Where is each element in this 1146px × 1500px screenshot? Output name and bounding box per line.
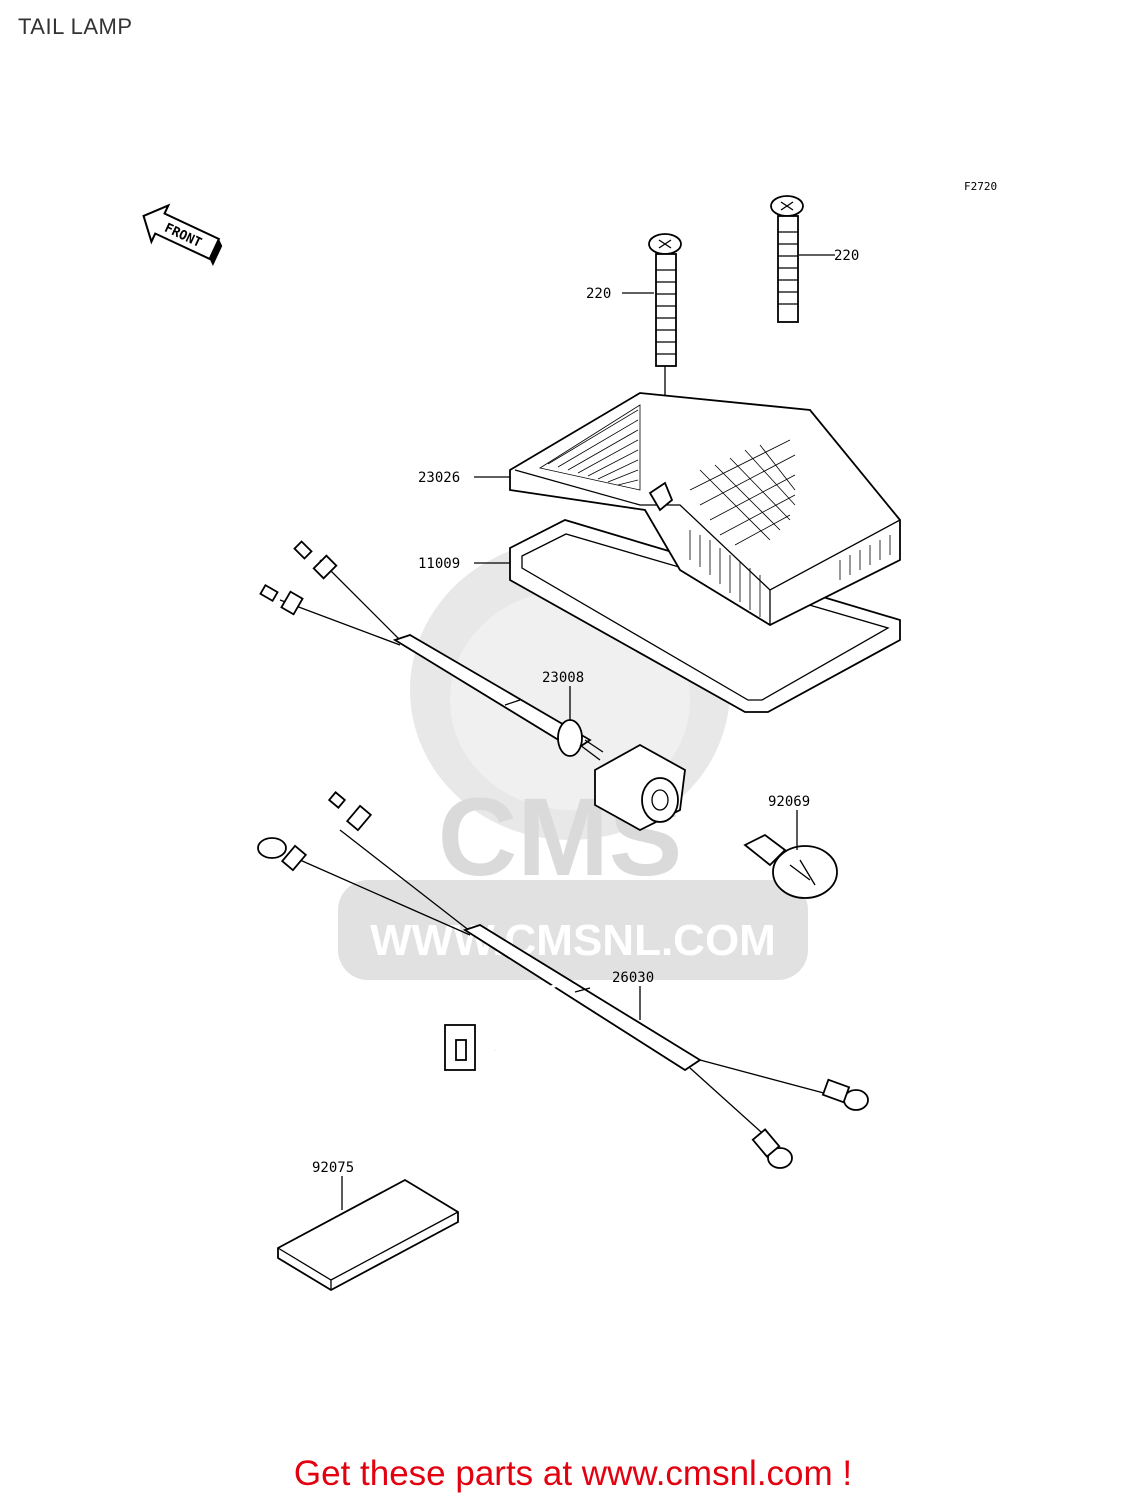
- front-arrow-icon: FRONT: [142, 203, 223, 266]
- socket-23008: [259, 540, 686, 832]
- part-label-23008: 23008: [542, 670, 584, 686]
- gasket-11009: [509, 519, 901, 713]
- label-sticker-92075: [277, 1178, 459, 1292]
- part-label-26030: 26030: [612, 970, 654, 986]
- harness-26030: [257, 791, 869, 1169]
- figure-code: F2720: [964, 180, 998, 193]
- lens-23026: [509, 392, 901, 627]
- part-label-11009: 11009: [418, 556, 460, 572]
- part-label-220-right: 220: [834, 248, 859, 264]
- screw-220-right: [770, 195, 804, 323]
- page-title: TAIL LAMP: [18, 14, 133, 39]
- watermark-url: WWW.CMSNL.COM: [370, 916, 776, 965]
- screw-220-left: [648, 233, 682, 367]
- part-label-220-left: 220: [586, 286, 611, 302]
- bulb-92069: [743, 833, 838, 899]
- footer-link[interactable]: Get these parts at www.cmsnl.com !: [293, 1454, 853, 1493]
- part-label-92075: 92075: [312, 1160, 354, 1176]
- part-label-92069: 92069: [768, 794, 810, 810]
- part-label-23026: 23026: [418, 470, 460, 486]
